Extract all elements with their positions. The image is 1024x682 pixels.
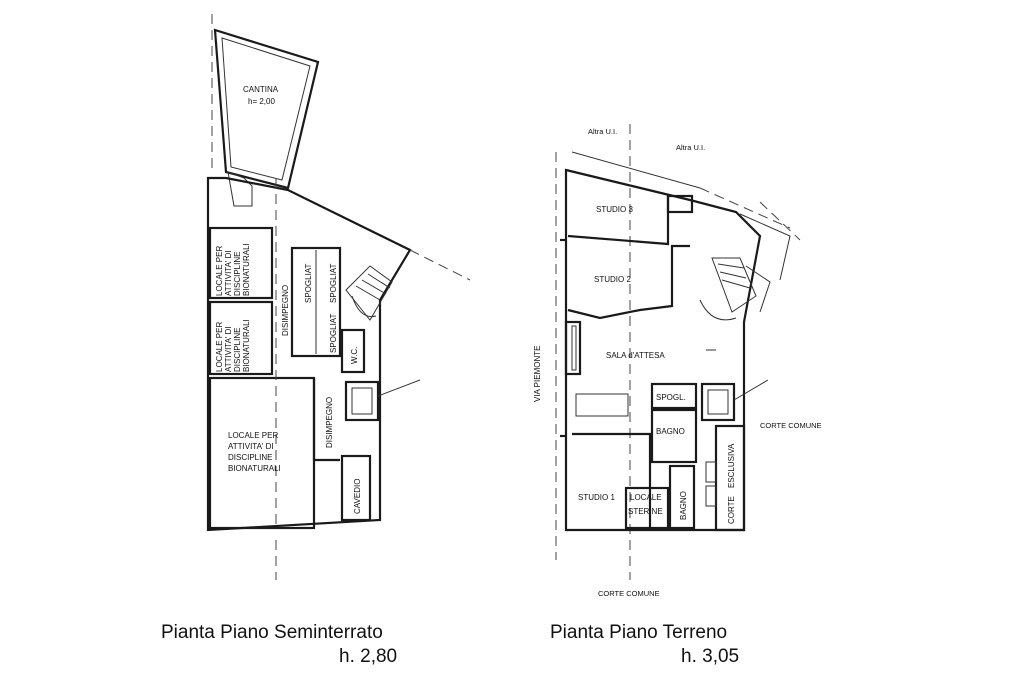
entry-door xyxy=(564,320,582,376)
cantina-walls xyxy=(213,28,320,190)
room-locale-1 xyxy=(208,226,274,300)
label-locale: LOCALE xyxy=(630,493,662,502)
lift-cabin xyxy=(351,387,373,415)
label-cavedio: CAVEDIO xyxy=(353,479,362,514)
lift-shaft xyxy=(344,380,380,422)
label-studio-2: STUDIO 2 xyxy=(594,275,631,284)
window-sala xyxy=(575,393,629,417)
label-locale-3: LOCALE PER ATTIVITA' DI DISCIPLINE BIONA… xyxy=(228,431,281,473)
stair-tread xyxy=(717,263,745,269)
room-cavedio xyxy=(340,454,372,522)
neighbor-boundary-line xyxy=(571,151,701,189)
label-spogl: SPOGL. xyxy=(656,393,686,402)
lift-leader-line xyxy=(377,379,421,397)
wall-studio-2 xyxy=(567,244,690,320)
label-sterne: STER.NE xyxy=(628,507,663,516)
stair-tread xyxy=(719,271,747,279)
svg-text:DISCIPLINE: DISCIPLINE xyxy=(233,328,242,372)
height-ground: h. 3,05 xyxy=(681,646,740,667)
room-wc xyxy=(340,328,366,374)
basement-plan: CANTINA h= 2,00 LOCALE PER ATTIVITA' DI … xyxy=(206,14,471,580)
svg-text:DISCIPLINE: DISCIPLINE xyxy=(228,453,272,462)
svg-text:ATTIVITA' DI: ATTIVITA' DI xyxy=(228,442,274,451)
svg-text:CORTE: CORTE xyxy=(727,496,736,524)
svg-text:BIONATURALI: BIONATURALI xyxy=(242,243,251,296)
corte-planter-1 xyxy=(705,461,717,483)
label-spogliat-2: SPOGLIAT xyxy=(329,263,338,303)
outer-stair xyxy=(745,265,771,313)
room-spogl xyxy=(650,382,698,410)
height-basement: h. 2,80 xyxy=(339,646,398,667)
label-disimpegno-2: DISIMPEGNO xyxy=(325,397,334,448)
neighbor-boundary-dash xyxy=(699,187,791,229)
svg-text:ESCLUSIVA: ESCLUSIVA xyxy=(727,443,736,488)
label-cantina-height: h= 2,00 xyxy=(248,97,275,106)
label-spogliat-3: SPOGLIAT xyxy=(329,313,338,353)
ground-stair xyxy=(711,257,757,313)
svg-text:BIONATURALI: BIONATURALI xyxy=(242,319,251,372)
room-locale-2 xyxy=(208,300,274,376)
label-disimpegno-1: DISIMPEGNO xyxy=(281,285,290,336)
label-spogliat-1: SPOGLIAT xyxy=(304,263,313,303)
ground-outer-walls xyxy=(564,168,762,532)
small-closet xyxy=(666,194,694,214)
wall-studio-1 xyxy=(572,432,652,528)
room-locale-sterne xyxy=(624,486,670,530)
label-corte-comune-bottom: CORTE COMUNE xyxy=(598,589,660,598)
ground-lift-cabin xyxy=(707,389,729,415)
label-locale-1: LOCALE PER ATTIVITA' DI DISCIPLINE BIONA… xyxy=(215,243,251,296)
corner-dash xyxy=(759,201,801,241)
stair-tread xyxy=(367,273,391,289)
label-corte-comune-right: CORTE COMUNE xyxy=(760,421,822,430)
corte-planter-2 xyxy=(705,485,717,507)
stair-tread xyxy=(355,285,381,301)
title-basement: Pianta Piano Seminterrato xyxy=(161,622,383,643)
label-studio-1: STUDIO 1 xyxy=(578,493,615,502)
ground-lift-leader xyxy=(733,379,769,401)
ground-lift-shaft xyxy=(700,382,736,422)
label-cantina: CANTINA xyxy=(243,85,279,94)
label-bagno-2: BAGNO xyxy=(679,491,688,520)
stair-tread xyxy=(361,279,387,295)
stair-tread xyxy=(721,279,751,289)
room-spogliatoi xyxy=(290,246,342,358)
wall-studio-3 xyxy=(567,196,670,246)
boundary-dash-1 xyxy=(409,249,471,281)
label-via-piemonte: VIA PIEMONTE xyxy=(533,346,542,402)
stair-curve xyxy=(699,299,737,321)
neighbor-wall-right xyxy=(739,213,791,281)
label-sala-attesa: SALA d'ATTESA xyxy=(606,351,665,360)
room-bagno-2 xyxy=(668,464,696,530)
svg-text:LOCALE PER: LOCALE PER xyxy=(228,431,278,440)
label-studio-3: STUDIO 3 xyxy=(596,205,633,214)
label-altra-ui-2: Altra U.I. xyxy=(676,143,705,152)
ground-plan: Altra U.I. Altra U.I. STUDIO 3 STUDIO 2 … xyxy=(533,124,822,598)
label-corte-esclusiva: CORTE ESCLUSIVA xyxy=(727,443,736,524)
label-locale-2: LOCALE PER ATTIVITA' DI DISCIPLINE BIONA… xyxy=(215,319,251,372)
stair-curve xyxy=(351,295,377,318)
entry-door-leaf xyxy=(571,325,577,371)
svg-text:LOCALE PER: LOCALE PER xyxy=(215,246,224,296)
svg-text:DISCIPLINE: DISCIPLINE xyxy=(233,252,242,296)
svg-text:BIONATURALI: BIONATURALI xyxy=(228,464,281,473)
room-bagno-1 xyxy=(650,408,698,464)
title-ground: Pianta Piano Terreno xyxy=(550,622,728,643)
cantina-inner-wall xyxy=(221,37,311,181)
label-bagno-1: BAGNO xyxy=(656,427,685,436)
svg-text:ATTIVITA' DI: ATTIVITA' DI xyxy=(224,250,233,296)
stair-flight xyxy=(345,265,393,321)
svg-text:LOCALE PER: LOCALE PER xyxy=(215,322,224,372)
cantina-stair xyxy=(227,171,253,207)
svg-text:ATTIVITA' DI: ATTIVITA' DI xyxy=(224,326,233,372)
label-wc: W.C. xyxy=(350,347,359,364)
label-altra-ui-1: Altra U.I. xyxy=(588,127,617,136)
